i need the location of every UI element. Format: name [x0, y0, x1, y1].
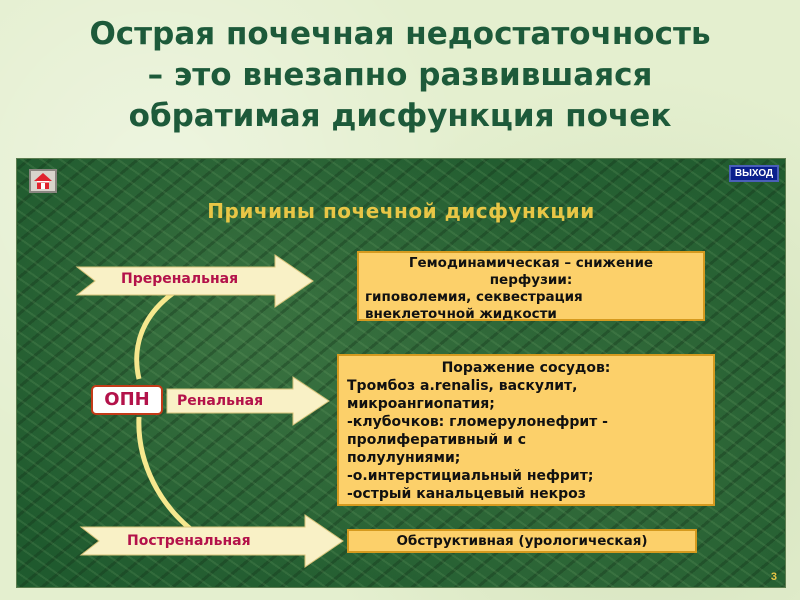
home-button[interactable]: [29, 169, 57, 193]
page-number: 3: [770, 571, 777, 583]
diagram-panel: ВЫХОД Причины почечной дисфункции Пререн…: [16, 158, 786, 588]
renal-box-line-6: полулуниями;: [347, 450, 461, 466]
postrenal-box-line-1: Обструктивная (урологическая): [396, 533, 648, 549]
postrenal-arrow: [79, 514, 344, 568]
postrenal-box: Обструктивная (урологическая): [347, 529, 697, 553]
prerenal-box-line-2: перфузии:: [489, 272, 573, 288]
title-line-1: Острая почечная недостаточность: [89, 16, 711, 52]
prerenal-box-line-3: гиповолемия, секвестрация: [365, 289, 583, 305]
renal-box-line-2: Тромбоз а.renalis, васкулит,: [347, 378, 578, 394]
renal-box-line-3: микроангиопатия;: [347, 396, 495, 412]
prerenal-arrow: [75, 254, 314, 308]
slide-title: Острая почечная недостаточность – это вн…: [40, 14, 760, 137]
renal-box: Поражение сосудов: Тромбоз а.renalis, ва…: [337, 354, 715, 506]
renal-box-line-5: пролиферативный и с: [347, 432, 527, 448]
renal-arrow: [166, 376, 330, 426]
connector-graphics: [75, 254, 344, 568]
center-node-opn: ОПН: [91, 385, 163, 415]
renal-box-line-4: -клубочков: гломерулонефрит -: [347, 414, 608, 430]
renal-box-line-7: -о.интерстициальный нефрит;: [347, 468, 594, 484]
prerenal-box: Гемодинамическая – снижение перфузии: ги…: [357, 251, 705, 322]
home-icon: [34, 173, 52, 189]
renal-box-line-8: -острый канальцевый некроз: [347, 486, 586, 502]
prerenal-label: Преренальная: [121, 271, 239, 287]
renal-label: Ренальная: [177, 393, 264, 409]
renal-box-line-1: Поражение сосудов:: [441, 360, 611, 376]
exit-button[interactable]: ВЫХОД: [729, 165, 779, 182]
diagram-subtitle: Причины почечной дисфункции: [207, 199, 595, 223]
title-line-2: – это внезапно развившаяся: [147, 57, 653, 93]
postrenal-label: Постренальная: [127, 533, 251, 549]
prerenal-box-line-1: Гемодинамическая – снижение: [408, 255, 654, 271]
prerenal-box-line-4: внеклеточной жидкости: [365, 306, 557, 322]
title-line-3: обратимая дисфункция почек: [128, 98, 672, 134]
